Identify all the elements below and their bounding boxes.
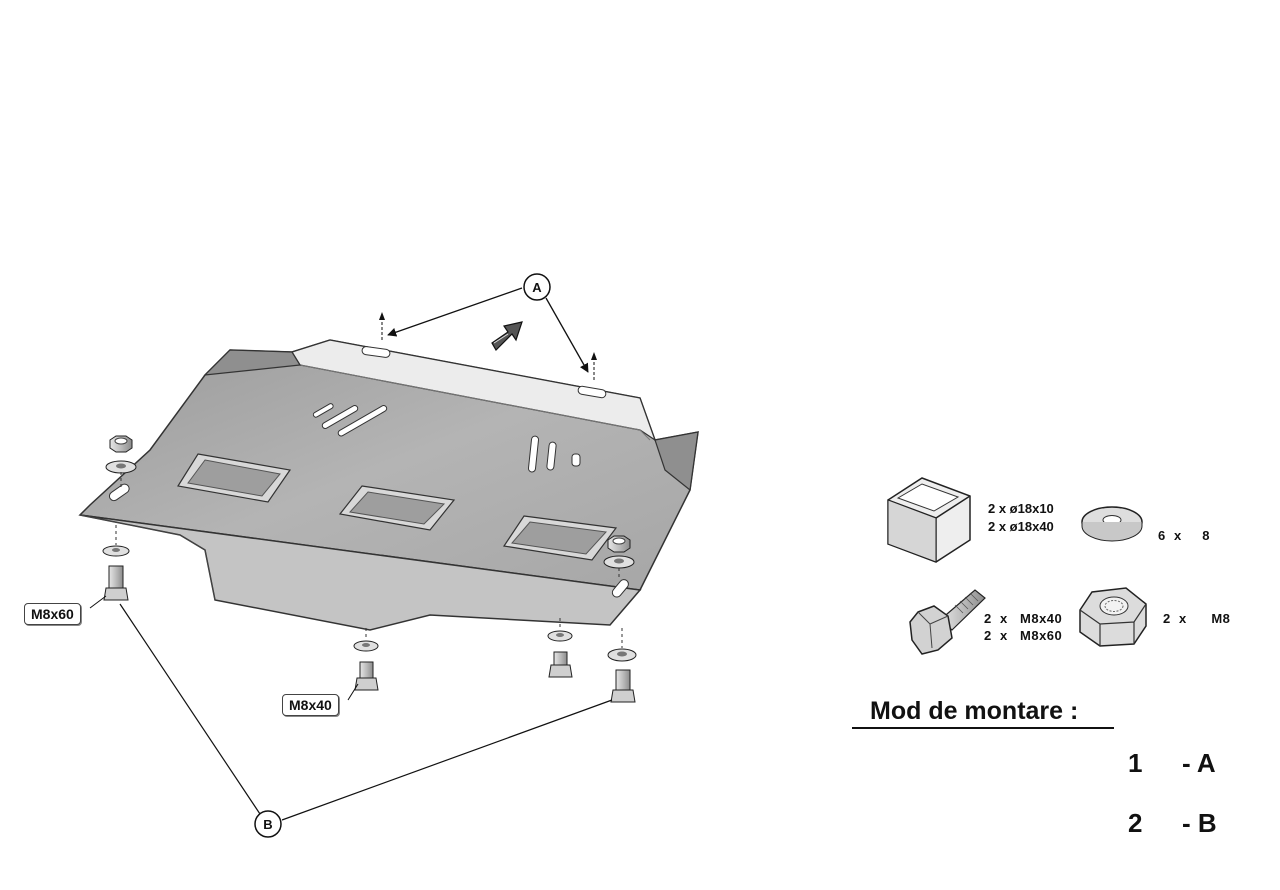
svg-text:B: B <box>263 817 272 832</box>
m8x40-label: M8x40 <box>282 694 339 716</box>
rear-hole-arrow <box>379 312 385 340</box>
heading-underline <box>852 727 1114 729</box>
right-upper-washer <box>603 555 635 569</box>
callout-b: B <box>254 810 282 838</box>
skid-plate <box>78 339 699 631</box>
rear-hole-arrow <box>591 352 597 380</box>
step-label: - A <box>1182 748 1216 778</box>
bolts-quantity-1: 2 x M8x40 <box>984 611 1063 626</box>
right-center-bolt <box>548 651 573 678</box>
left-bolt <box>103 565 129 601</box>
svg-text:A: A <box>532 280 542 295</box>
center-washer <box>353 640 379 652</box>
square-spacer-icon <box>887 477 971 563</box>
plate-recess <box>502 515 618 561</box>
guide-lines <box>115 472 623 648</box>
callout-a: A <box>523 273 551 301</box>
step-label: - B <box>1182 808 1217 838</box>
m8x60-label: M8x60 <box>24 603 81 625</box>
left-upper-nut <box>109 435 133 453</box>
m8x60-leader <box>89 595 107 609</box>
plate-recess <box>177 453 292 503</box>
hex-nut-icon <box>1079 587 1147 647</box>
forward-arrow-icon <box>491 321 523 351</box>
m8x40-leader <box>347 683 359 701</box>
left-lower-washer <box>102 545 130 557</box>
hex-bolt-icon <box>909 589 986 655</box>
plate-recess <box>338 485 456 531</box>
instructions-heading: Mod de montare : <box>870 697 1079 725</box>
step-number: 1 <box>1128 748 1143 778</box>
washer-icon <box>1081 506 1143 542</box>
callout-b-line <box>119 603 261 815</box>
callout-a-line <box>387 287 523 337</box>
bolts-quantity-2: 2 x M8x60 <box>984 628 1063 643</box>
right-center-washer <box>547 630 573 642</box>
washers-quantity: 6 x 8 <box>1158 528 1210 543</box>
left-upper-washer <box>105 460 137 474</box>
callout-b-line <box>281 699 613 821</box>
right-bolt <box>610 669 636 703</box>
step-number: 2 <box>1128 808 1143 838</box>
callout-a-line <box>545 297 589 373</box>
spacers-quantity-2: 2 x ø18x40 <box>988 519 1054 534</box>
center-bolt <box>354 661 379 691</box>
right-lower-washer <box>607 648 637 662</box>
right-upper-nut <box>607 535 631 553</box>
spacers-quantity-1: 2 x ø18x10 <box>988 501 1054 516</box>
nuts-quantity: 2 x M8 <box>1163 611 1231 626</box>
